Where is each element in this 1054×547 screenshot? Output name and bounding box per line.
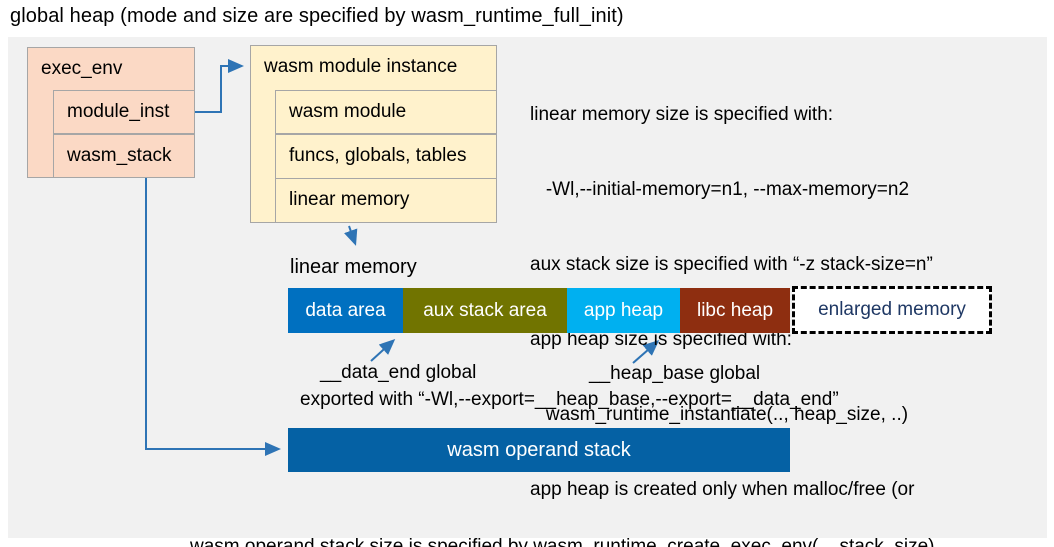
note-line: wasm operand stack size is specified by … <box>190 536 935 547</box>
note-line: wasm_runtime_instantiate(.., heap_size, … <box>530 404 909 425</box>
segment-data-area: data area <box>288 288 403 333</box>
note-line: app heap size is specified with: <box>530 329 792 350</box>
segment-enlarged-memory: enlarged memory <box>792 286 992 334</box>
module-inst-box: module_inst <box>53 90 195 134</box>
note-line: aux stack size is specified with “-z sta… <box>530 254 933 275</box>
note-line: -Wl,--initial-memory=n1, --max-memory=n2 <box>530 179 910 200</box>
wasm-stack-box: wasm_stack <box>53 134 195 178</box>
segment-libc-heap: libc heap <box>680 288 790 333</box>
wasm-operand-stack-bar: wasm operand stack <box>288 428 790 472</box>
module-instance-label: wasm module instance <box>264 56 458 77</box>
linear-memory-box: linear memory <box>275 178 497 223</box>
note-line: app heap is created only when malloc/fre… <box>530 479 915 500</box>
notes-bottom: wasm operand stack size is specified by … <box>190 483 1040 547</box>
exported-with-label: exported with “-Wl,--export=__heap_base,… <box>300 389 839 410</box>
linear-memory-label: linear memory <box>290 256 417 278</box>
heap-base-global-label: __heap_base global <box>589 363 761 384</box>
wasm-module-box: wasm module <box>275 90 497 134</box>
segment-app-heap: app heap <box>567 288 680 333</box>
funcs-globals-tables-box: funcs, globals, tables <box>275 134 497 179</box>
exec-env-label: exec_env <box>41 58 123 79</box>
segment-aux-stack-area: aux stack area <box>403 288 567 333</box>
page-title: global heap (mode and size are specified… <box>10 5 624 27</box>
note-line: linear memory size is specified with: <box>530 104 834 125</box>
data-end-global-label: __data_end global <box>320 362 477 383</box>
notes-right: linear memory size is specified with: -W… <box>530 52 1045 547</box>
